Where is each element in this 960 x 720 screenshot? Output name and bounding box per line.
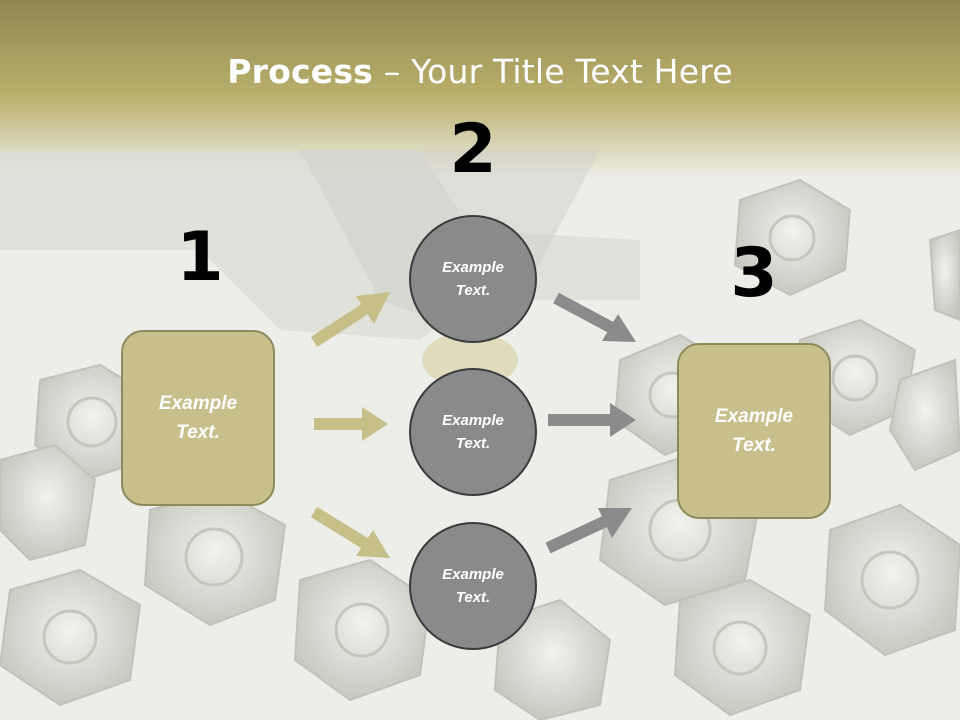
title-rest: – Your Title Text Here bbox=[373, 52, 733, 91]
arrow-bottom-to-3 bbox=[545, 508, 632, 554]
step-number-3: 3 bbox=[730, 234, 778, 313]
circle-bottom-label: Example Text. bbox=[442, 566, 504, 606]
step-3-box: Example Text. bbox=[677, 343, 831, 519]
circle-top-label: Example Text. bbox=[442, 259, 504, 299]
step-2-circle-middle: Example Text. bbox=[409, 368, 537, 496]
step-3-label: Example Text. bbox=[714, 406, 794, 456]
step-1-label: Example Text. bbox=[158, 393, 238, 443]
step-2-circle-top: Example Text. bbox=[409, 215, 537, 343]
title-bold: Process bbox=[227, 52, 374, 91]
step-number-2: 2 bbox=[449, 110, 497, 189]
arrow-top-to-3 bbox=[553, 292, 636, 342]
arrow-1-to-bottom bbox=[310, 506, 390, 558]
step-1-box: Example Text. bbox=[121, 330, 275, 506]
slide-title: Process – Your Title Text Here bbox=[0, 52, 960, 91]
circle-middle-label: Example Text. bbox=[442, 412, 504, 452]
step-2-circle-bottom: Example Text. bbox=[409, 522, 537, 650]
arrow-middle-to-3 bbox=[548, 403, 636, 437]
arrow-1-to-middle bbox=[314, 407, 388, 441]
step-number-1: 1 bbox=[176, 218, 224, 297]
arrow-1-to-top bbox=[310, 292, 390, 348]
